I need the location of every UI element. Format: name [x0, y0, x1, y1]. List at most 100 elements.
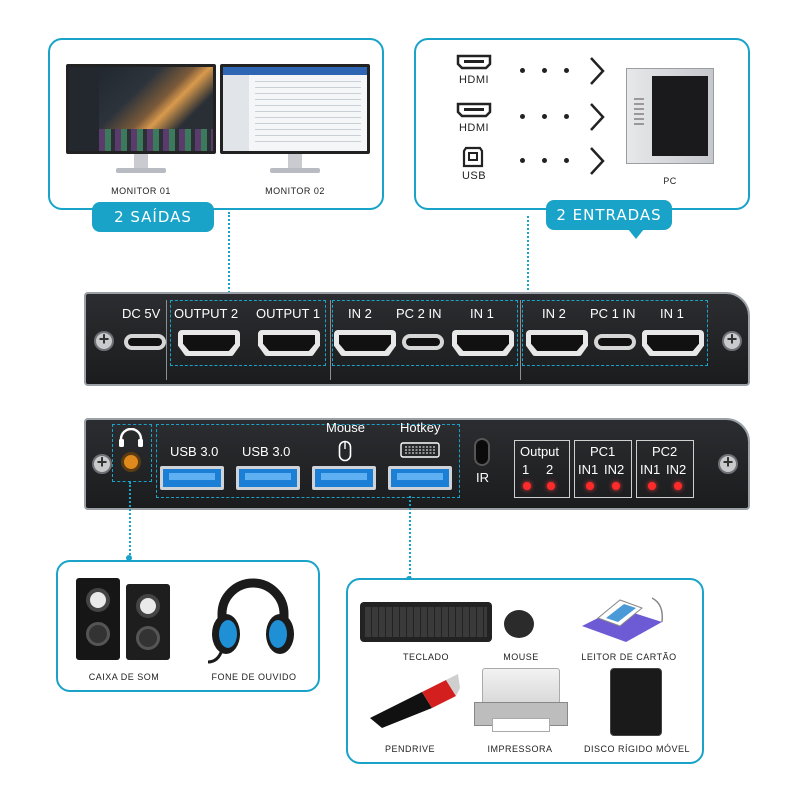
- pc2-led-in1: [648, 482, 656, 490]
- outputs-pill: 2 SAÍDAS: [92, 202, 214, 232]
- pendrive-label: PENDRIVE: [384, 744, 435, 754]
- output1-hdmi-port[interactable]: [258, 330, 320, 356]
- pc2-usb-port[interactable]: [402, 334, 444, 350]
- output2-label: OUTPUT 2: [174, 306, 239, 321]
- hdmi-label-2: HDMI: [458, 122, 490, 134]
- inputs-panel: HDMI HDMI USB PC: [414, 38, 750, 210]
- keyboard-label: TECLADO: [402, 652, 449, 662]
- pc1-in1-hdmi-port[interactable]: [642, 330, 704, 356]
- headset-icon: [208, 578, 294, 664]
- pc1-in1-label: IN 1: [660, 306, 684, 321]
- mouse-icon: [338, 440, 352, 462]
- output-led-1: [523, 482, 531, 490]
- screw-left-icon: [94, 329, 114, 351]
- printer-label: IMPRESSORA: [487, 744, 553, 754]
- output-led-2: [547, 482, 555, 490]
- pc-tower-icon: [626, 68, 714, 164]
- keyboard-icon: [400, 442, 440, 458]
- screw-right-icon: [718, 452, 738, 474]
- pc1-inputs-group: [522, 300, 708, 366]
- monitor-02-label: MONITOR 02: [265, 186, 325, 196]
- pc1-led-in1-label: IN1: [578, 462, 599, 477]
- screw-right-icon: [722, 329, 742, 351]
- chevron-right-icon: [590, 103, 605, 131]
- monitor-02: [220, 64, 370, 184]
- usb2-port[interactable]: [236, 466, 300, 490]
- screw-left-icon: [92, 452, 112, 474]
- usb1-label: USB 3.0: [170, 444, 219, 459]
- usb-devices-panel: TECLADO MOUSE LEITOR DE CARTÃO PENDRIVE …: [346, 578, 704, 764]
- hdmi-label-1: HDMI: [458, 74, 490, 86]
- pc2-led-in2: [674, 482, 682, 490]
- monitor-01: [66, 64, 216, 184]
- pendrive-icon: [370, 674, 460, 728]
- audio-devices-panel: CAIXA DE SOM FONE DE OUVIDO: [56, 560, 320, 692]
- kvm-back-panel: USB 3.0 USB 3.0 Mouse Hotkey IR Output 1…: [84, 418, 750, 510]
- chevron-right-icon: [590, 147, 605, 175]
- pc2-in1-hdmi-port[interactable]: [452, 330, 514, 356]
- hdmi-icon: [456, 54, 492, 70]
- chevron-right-icon: [590, 57, 605, 85]
- inputs-pill: 2 ENTRADAS: [546, 200, 672, 230]
- speakers-label: CAIXA DE SOM: [88, 672, 160, 682]
- pc2-led-title: PC2: [652, 444, 678, 459]
- kvm-front-panel: DC 5V OUTPUT 2 OUTPUT 1 IN 2 PC 2 IN IN …: [84, 292, 750, 386]
- pc1-in2-hdmi-port[interactable]: [526, 330, 588, 356]
- pc1-led-in1: [586, 482, 594, 490]
- hdmi-icon: [456, 102, 492, 118]
- hotkey-port-label: Hotkey: [400, 420, 441, 435]
- ir-label: IR: [476, 470, 489, 485]
- pc1-led-group: [574, 440, 632, 498]
- card-reader-label: LEITOR DE CARTÃO: [581, 652, 677, 662]
- pc1-led-in2: [612, 482, 620, 490]
- external-hdd-label: DISCO RÍGIDO MÓVEL: [583, 744, 690, 754]
- headset-label: FONE DE OUVIDO: [211, 672, 297, 682]
- dc-label: DC 5V: [122, 306, 161, 321]
- pc-label: PC: [663, 176, 677, 186]
- output-led-title: Output: [520, 444, 560, 459]
- hotkey-usb-port[interactable]: [388, 466, 452, 490]
- external-hdd-icon: [610, 668, 662, 736]
- keyboard-icon: [360, 602, 492, 642]
- usb-ports-group: [156, 424, 460, 498]
- pc2-in1-label: IN 1: [470, 306, 494, 321]
- pc2-inputs-group: [332, 300, 518, 366]
- mouse-label: MOUSE: [503, 652, 539, 662]
- outputs-panel: MONITOR 01 MONITOR 02: [48, 38, 384, 210]
- audio-jack-port[interactable]: [121, 452, 141, 472]
- usb-b-icon: [462, 146, 484, 168]
- pc2-in2-label: IN 2: [348, 306, 372, 321]
- pc1-led-in2-label: IN2: [604, 462, 625, 477]
- dc-power-port[interactable]: [124, 334, 166, 350]
- printer-icon: [474, 668, 568, 734]
- outputs-group: [170, 300, 326, 366]
- headphones-icon: [119, 428, 143, 447]
- pc2-led-in2-label: IN2: [666, 462, 687, 477]
- pc2-usb-label: PC 2 IN: [396, 306, 442, 321]
- monitor-01-screen: [66, 64, 216, 154]
- usb1-port[interactable]: [160, 466, 224, 490]
- pc2-led-in1-label: IN1: [640, 462, 661, 477]
- output1-label: OUTPUT 1: [256, 306, 321, 321]
- usb2-label: USB 3.0: [242, 444, 291, 459]
- card-reader-icon: [582, 597, 664, 642]
- monitor-02-screen: [220, 64, 370, 154]
- output2-hdmi-port[interactable]: [178, 330, 240, 356]
- output-led-group: [514, 440, 570, 498]
- pc1-usb-label: PC 1 IN: [590, 306, 636, 321]
- mouse-port-label: Mouse: [326, 420, 366, 435]
- output-led-2-label: 2: [546, 462, 554, 477]
- audio-group: [112, 424, 152, 482]
- usb-label: USB: [461, 170, 487, 182]
- pc1-led-title: PC1: [590, 444, 616, 459]
- pc2-led-group: [636, 440, 694, 498]
- monitor-01-label: MONITOR 01: [111, 186, 171, 196]
- pc1-usb-port[interactable]: [594, 334, 636, 350]
- pc1-in2-label: IN 2: [542, 306, 566, 321]
- output-led-1-label: 1: [522, 462, 530, 477]
- speakers-icon: [76, 578, 172, 660]
- mouse-usb-port[interactable]: [312, 466, 376, 490]
- mouse-icon: [504, 610, 534, 638]
- ir-receiver: [474, 438, 490, 466]
- pc2-in2-hdmi-port[interactable]: [334, 330, 396, 356]
